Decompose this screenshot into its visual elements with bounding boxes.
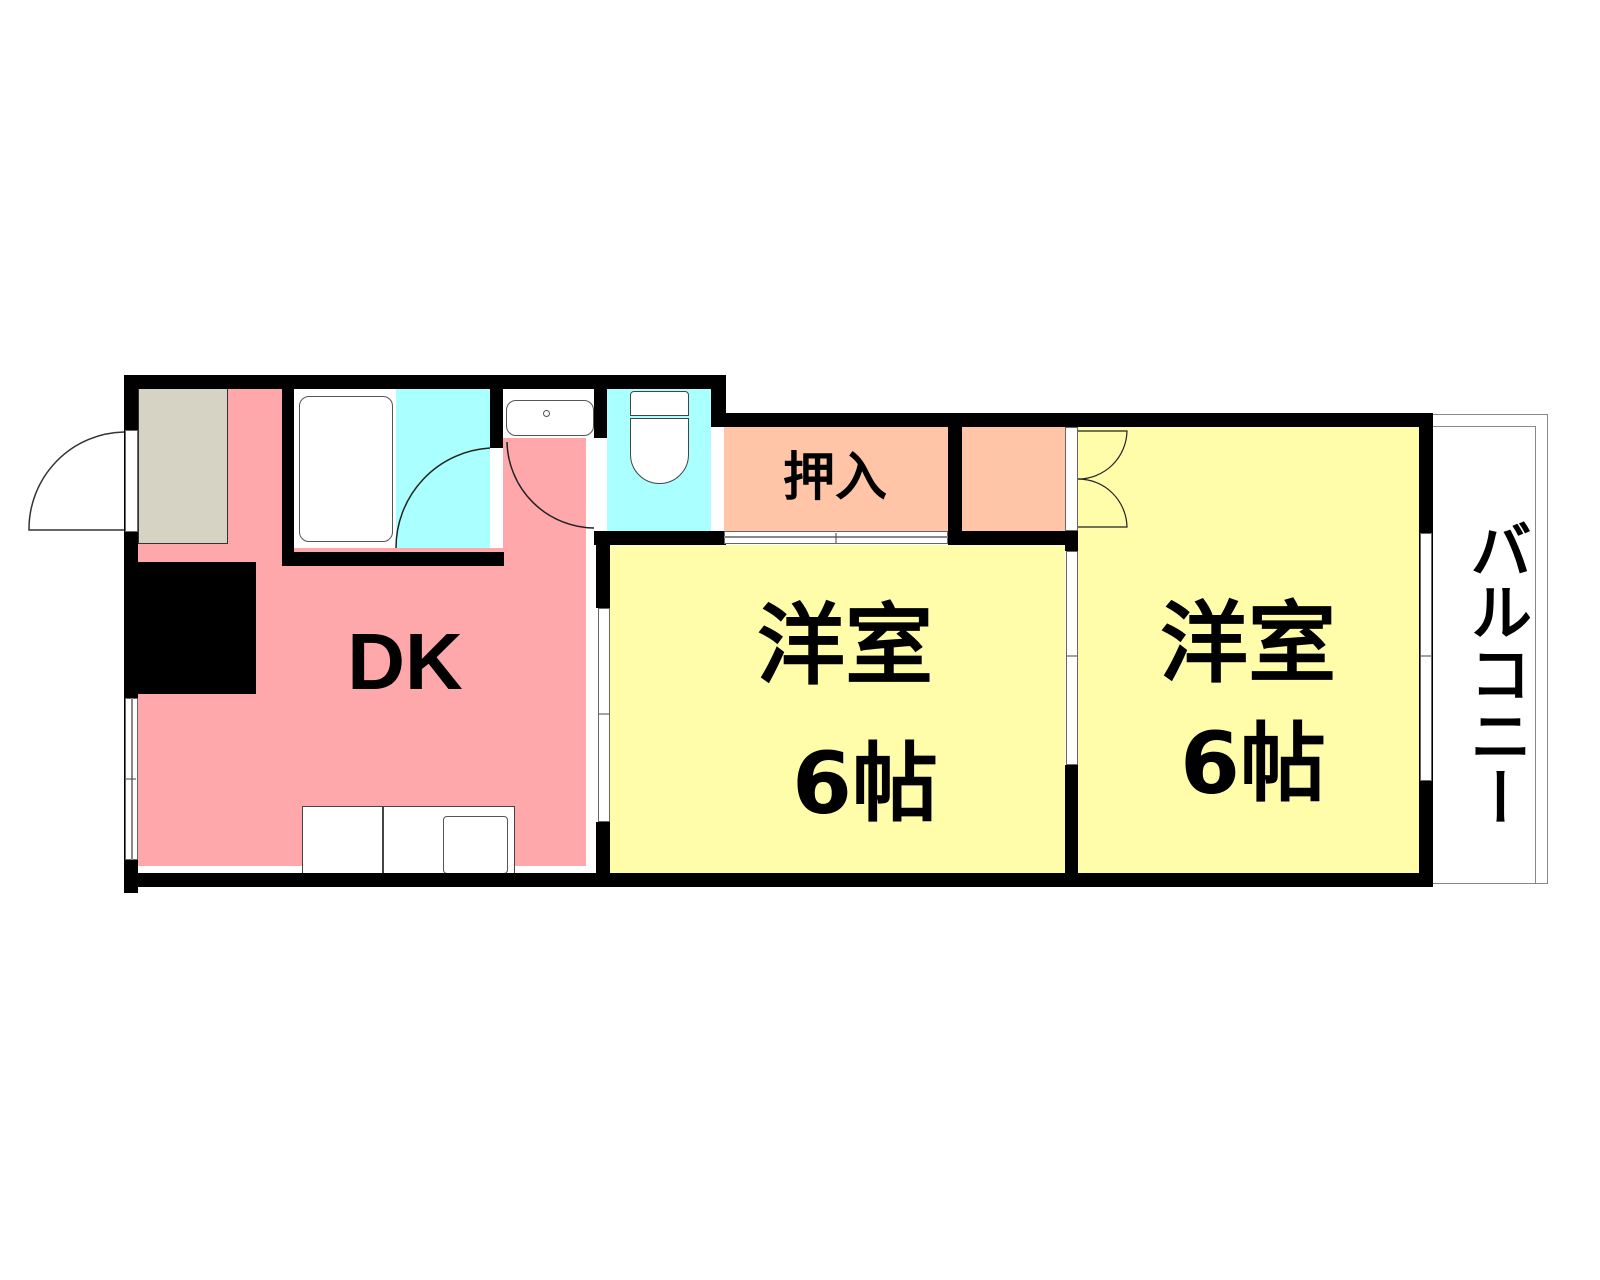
closet-door-icon bbox=[1077, 430, 1128, 480]
wall bbox=[596, 822, 610, 887]
wall bbox=[124, 375, 726, 389]
western-room-1 bbox=[610, 545, 1065, 873]
entrance-area bbox=[138, 388, 228, 544]
wall bbox=[596, 531, 610, 608]
kitchen-counter-divider bbox=[382, 806, 384, 879]
closet-label: 押入 bbox=[782, 448, 887, 508]
shoe-storage bbox=[126, 562, 256, 694]
wall bbox=[711, 375, 726, 427]
western-room-2-size: 6帖 bbox=[1180, 714, 1326, 814]
wall bbox=[124, 873, 1433, 887]
closet-small bbox=[962, 427, 1066, 531]
sink-drain-icon bbox=[543, 410, 550, 417]
toilet-tank-icon bbox=[630, 391, 689, 416]
bathtub-icon bbox=[299, 396, 393, 542]
stove-icon bbox=[443, 816, 508, 874]
western-room-1-label: 洋室 bbox=[756, 594, 933, 697]
entrance-door-opening bbox=[125, 430, 138, 532]
wall bbox=[1065, 531, 1078, 551]
toilet-door-opening bbox=[594, 438, 607, 531]
dk-label: DK bbox=[347, 617, 463, 706]
balcony bbox=[1432, 414, 1548, 884]
closet-oshiire bbox=[724, 427, 948, 531]
sliding-door-rooms bbox=[1066, 551, 1078, 765]
washroom-door-opening bbox=[490, 448, 503, 548]
wall bbox=[490, 375, 503, 449]
balcony-window bbox=[1420, 533, 1432, 781]
wall bbox=[594, 531, 726, 545]
wall bbox=[948, 531, 1078, 545]
western-room-2-label: 洋室 bbox=[1159, 592, 1336, 695]
balcony-inner-line bbox=[1432, 426, 1536, 884]
western-room-1-size: 6帖 bbox=[792, 734, 938, 834]
small-closet-door-opening bbox=[1065, 427, 1078, 531]
toilet-door-icon bbox=[506, 441, 595, 529]
western-room-2 bbox=[1078, 427, 1419, 873]
balcony-label: バルコニー bbox=[1459, 518, 1532, 828]
wall bbox=[948, 413, 962, 545]
wall bbox=[124, 660, 138, 700]
closet-door-icon bbox=[1077, 478, 1128, 528]
sink-icon bbox=[506, 400, 594, 436]
washroom-door-icon bbox=[395, 447, 491, 549]
sliding-door-dk bbox=[598, 608, 610, 822]
wall bbox=[1065, 765, 1078, 887]
wall bbox=[711, 413, 1433, 427]
toilet-bowl-icon bbox=[630, 418, 689, 484]
wall bbox=[282, 552, 504, 566]
washroom bbox=[396, 388, 490, 548]
wall bbox=[594, 375, 607, 439]
entrance-door-icon bbox=[28, 431, 125, 531]
wall bbox=[282, 375, 294, 565]
